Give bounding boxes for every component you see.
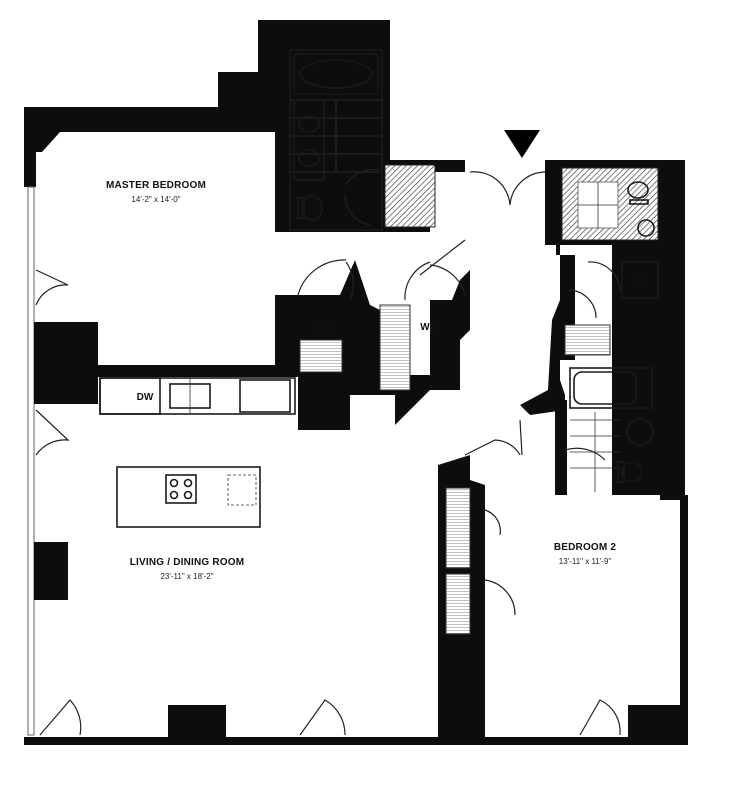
- toilet-icon: [301, 195, 323, 221]
- wic-left-label: WIC: [312, 322, 331, 333]
- bathtub-icon: [299, 59, 373, 89]
- dishwasher-label: DW: [137, 392, 154, 403]
- walk-in-closets: WIC WIC: [297, 259, 466, 391]
- bedroom2-closets: [445, 487, 516, 635]
- bedroom2-name: BEDROOM 2: [554, 542, 617, 553]
- entry-arrow-icon: [504, 130, 540, 158]
- cooktop-icon: [165, 474, 197, 504]
- bedroom2-dims: 13'-11" x 11'-9": [559, 557, 612, 566]
- toilet-icon: [621, 461, 643, 483]
- room-labels: MASTER BEDROOM 14'-2" x 14'-0" LIVING / …: [106, 180, 616, 581]
- toilet-icon: [627, 181, 649, 199]
- bath-2: [561, 167, 659, 241]
- master-bedroom-name: MASTER BEDROOM: [106, 180, 206, 191]
- washer-dryer-label: WD: [632, 277, 649, 288]
- master-bedroom-dims: 14'-2" x 14'-0": [131, 195, 180, 204]
- sink-icon: [298, 149, 320, 167]
- sink-icon: [298, 115, 320, 133]
- wic-right-label: WIC: [420, 322, 439, 333]
- interior-walls: [34, 185, 686, 745]
- doors: [35, 171, 621, 736]
- sink-icon: [626, 418, 654, 446]
- living-dining-name: LIVING / DINING ROOM: [130, 557, 245, 568]
- master-bath: [289, 49, 436, 231]
- sink-icon: [637, 219, 655, 237]
- living-dining-dims: 23'-11" x 18'-2": [160, 572, 213, 581]
- kitchen: DW: [99, 377, 296, 528]
- bathtub-icon: [573, 371, 637, 405]
- laundry: WD: [564, 261, 659, 356]
- bath-3: [564, 367, 654, 492]
